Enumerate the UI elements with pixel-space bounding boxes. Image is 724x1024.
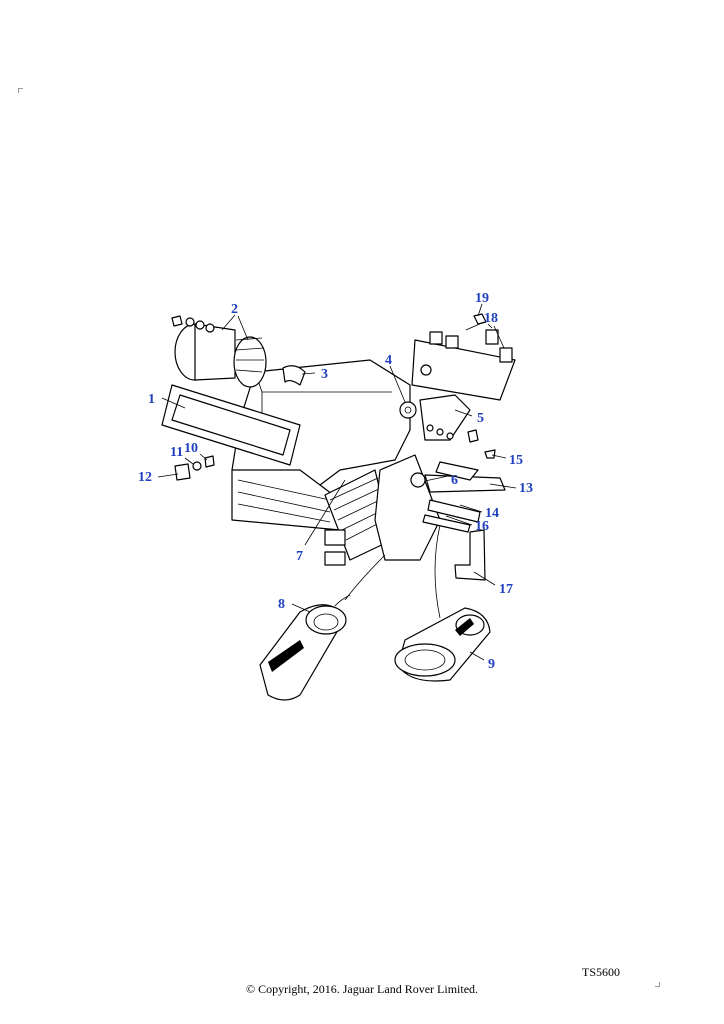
callout-2: 2 [231,302,238,317]
callout-19: 19 [475,291,489,306]
clip-parts [174,455,215,481]
callout-5: 5 [477,411,484,426]
callout-3: 3 [321,367,328,382]
callout-1: 1 [148,392,155,407]
leader-lines [157,303,517,661]
callout-18: 18 [484,311,498,326]
bracket-17 [454,529,486,581]
screw-15 [484,449,496,459]
callout-13: 13 [519,481,533,496]
control-valve [399,401,417,419]
control-panel [411,313,516,401]
callout-12: 12 [138,470,152,485]
callout-16: 16 [475,519,489,534]
valve-bracket [419,394,471,441]
motor-screws [171,315,215,333]
callout-14: 14 [485,506,499,521]
callout-7: 7 [296,549,303,564]
callout-9: 9 [488,657,495,672]
duct-cable [434,524,441,619]
lever-assembly [410,461,506,493]
callout-17: 17 [499,582,513,597]
right-duct [394,607,491,682]
blower-motor [174,323,267,388]
crop-mark-top-left [18,88,23,93]
drain-hose [282,365,306,386]
callout-15: 15 [509,453,523,468]
callout-4: 4 [385,353,392,368]
callout-6: 6 [451,473,458,488]
crop-mark-bottom-right [655,982,660,987]
copyright-notice: © Copyright, 2016. Jaguar Land Rover Lim… [245,982,479,996]
gasket [161,384,301,466]
callout-10: 10 [184,441,198,456]
left-duct [259,554,386,701]
callout-11: 11 [170,445,183,460]
diagram-reference-code: TS5600 [582,965,621,979]
bracket-fasteners [426,424,479,443]
callout-labels: 1 2 3 4 5 6 7 8 9 10 11 12 13 14 15 16 1… [138,291,533,672]
mounting-brackets [422,499,481,533]
callout-8: 8 [278,597,285,612]
